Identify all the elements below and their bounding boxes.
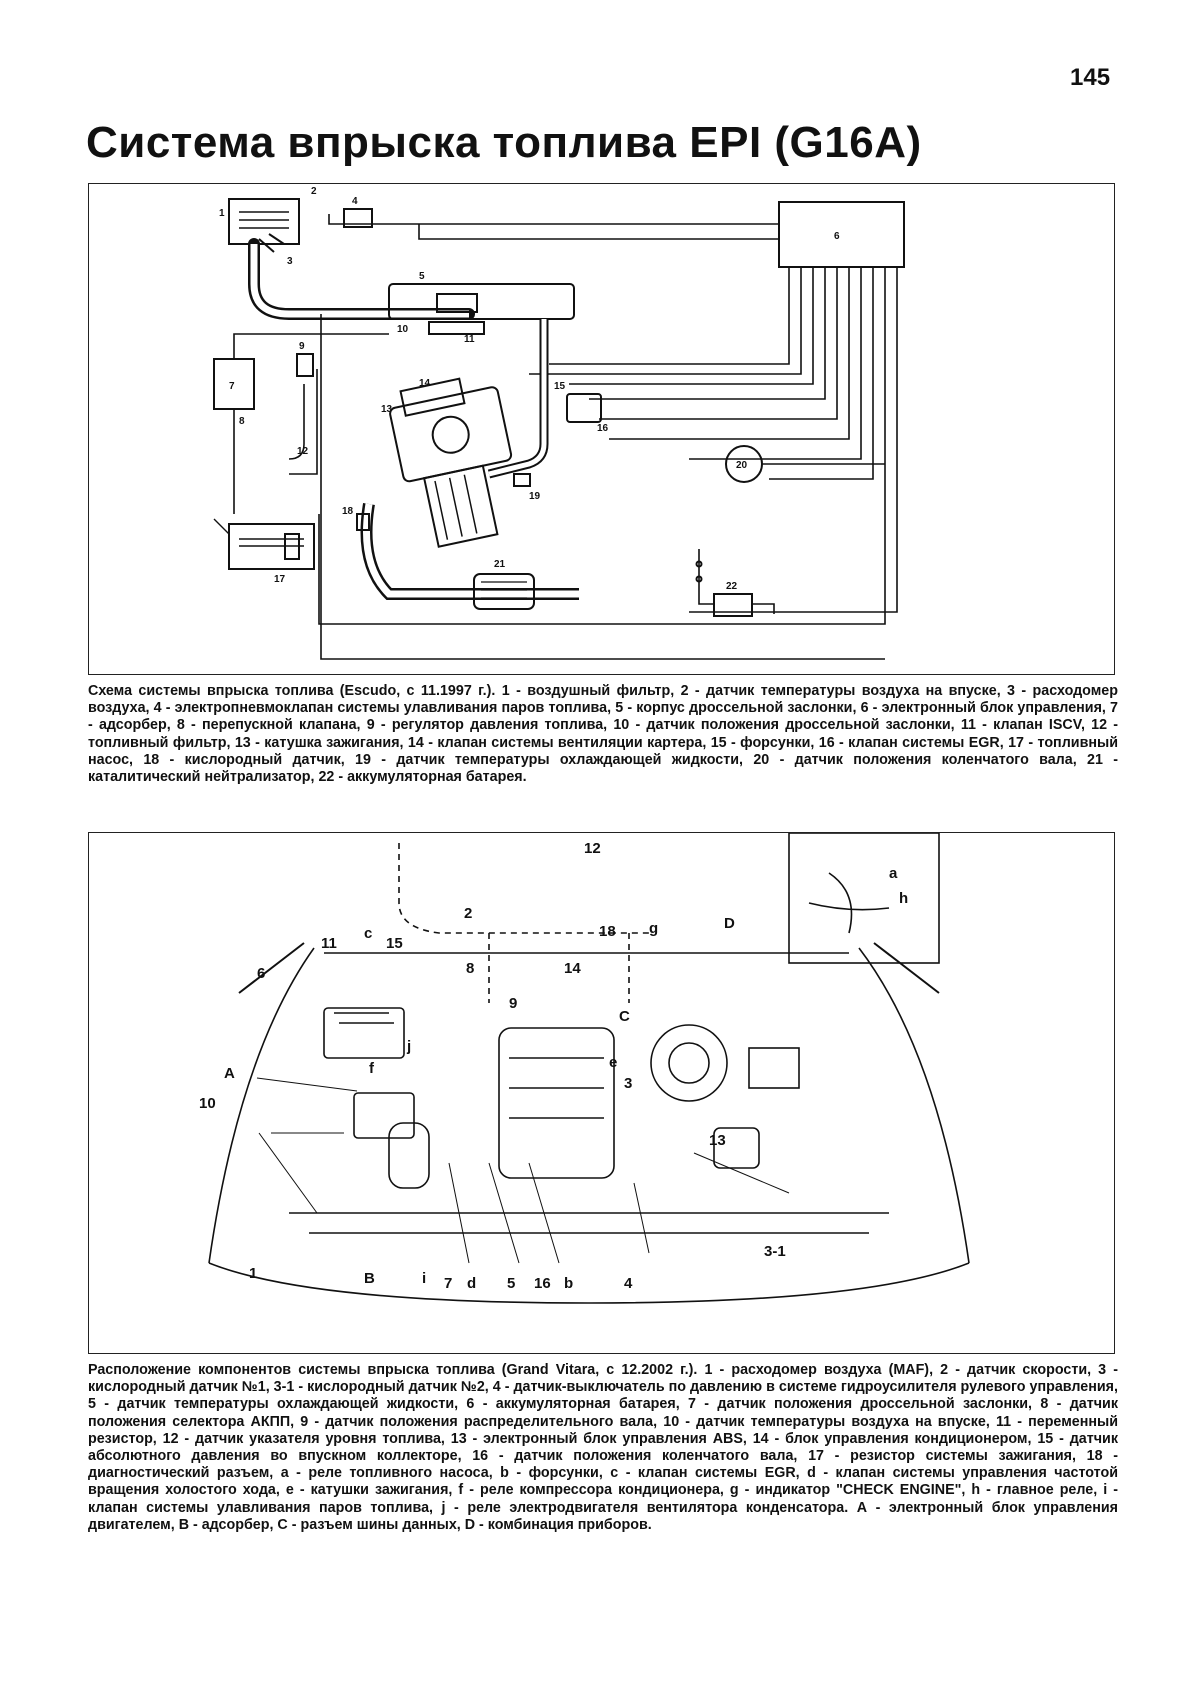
label-11: 11 — [321, 935, 337, 952]
label-22: 22 — [726, 581, 738, 592]
label-g: g — [649, 920, 658, 937]
label-19: 19 — [529, 491, 541, 502]
label-17: 17 — [274, 574, 286, 585]
label-9: 9 — [299, 341, 305, 352]
label-8: 8 — [466, 960, 474, 977]
label-2: 2 — [464, 905, 472, 922]
label-1: 1 — [249, 1265, 257, 1282]
label-e: e — [609, 1054, 617, 1071]
air-filter-shape — [228, 198, 300, 245]
label-4: 4 — [624, 1275, 633, 1292]
label-C: C — [619, 1008, 630, 1025]
engine-bay-drawing: 12 2 11 c 15 18 g D 6 8 14 A 9 C j f e 3… — [199, 833, 970, 1304]
label-B: B — [364, 1270, 375, 1287]
label-f: f — [369, 1060, 375, 1077]
label-18: 18 — [599, 923, 616, 940]
label-A: A — [224, 1065, 235, 1082]
label-14: 14 — [564, 960, 581, 977]
engine-bay-layout: 12 2 11 c 15 18 g D 6 8 14 A 9 C j f e 3… — [88, 832, 1115, 1354]
label-11: 11 — [464, 334, 475, 345]
label-14: 14 — [419, 378, 431, 389]
label-18: 18 — [342, 506, 354, 517]
label-3: 3 — [287, 256, 293, 267]
label-h: h — [899, 890, 908, 907]
label-6: 6 — [257, 965, 265, 982]
label-9: 9 — [509, 995, 517, 1012]
label-5: 5 — [419, 271, 425, 282]
label-5: 5 — [507, 1275, 515, 1292]
label-15: 15 — [554, 381, 566, 392]
fuel-injection-schematic: 1 2 3 4 5 6 7 8 9 10 11 12 13 14 15 16 1… — [88, 183, 1115, 675]
page-number: 145 — [1070, 64, 1111, 91]
label-21: 21 — [494, 559, 506, 570]
label-7: 7 — [444, 1275, 452, 1292]
label-10: 10 — [397, 324, 409, 335]
label-7: 7 — [229, 381, 235, 392]
label-20: 20 — [736, 460, 748, 471]
page-title: Система впрыска топлива EPI (G16A) — [86, 118, 922, 167]
label-3: 3 — [624, 1075, 632, 1092]
label-D: D — [724, 915, 735, 932]
label-6: 6 — [834, 231, 840, 242]
label-8: 8 — [239, 416, 245, 427]
label-12: 12 — [584, 840, 601, 857]
label-15: 15 — [386, 935, 403, 952]
label-10: 10 — [199, 1095, 216, 1112]
label-13: 13 — [709, 1132, 726, 1149]
ecu-shape — [778, 201, 905, 268]
label-4: 4 — [352, 196, 358, 207]
label-d: d — [467, 1275, 476, 1292]
schematic-drawing: 1 2 3 4 5 6 7 8 9 10 11 12 13 14 15 16 1… — [213, 186, 905, 660]
label-a: a — [889, 865, 898, 882]
label-i: i — [422, 1270, 426, 1287]
label-b: b — [564, 1275, 573, 1292]
label-3-1: 3-1 — [764, 1243, 786, 1260]
label-j: j — [406, 1038, 411, 1055]
figure1-caption: Схема системы впрыска топлива (Escudo, с… — [88, 683, 1118, 786]
label-13: 13 — [381, 404, 393, 415]
label-1: 1 — [219, 208, 225, 219]
label-12: 12 — [297, 446, 309, 457]
label-c: c — [364, 925, 372, 942]
figure2-caption: Расположение компонентов системы впрыска… — [88, 1362, 1118, 1533]
label-16: 16 — [534, 1275, 551, 1292]
label-16: 16 — [597, 423, 609, 434]
label-2: 2 — [311, 186, 317, 197]
